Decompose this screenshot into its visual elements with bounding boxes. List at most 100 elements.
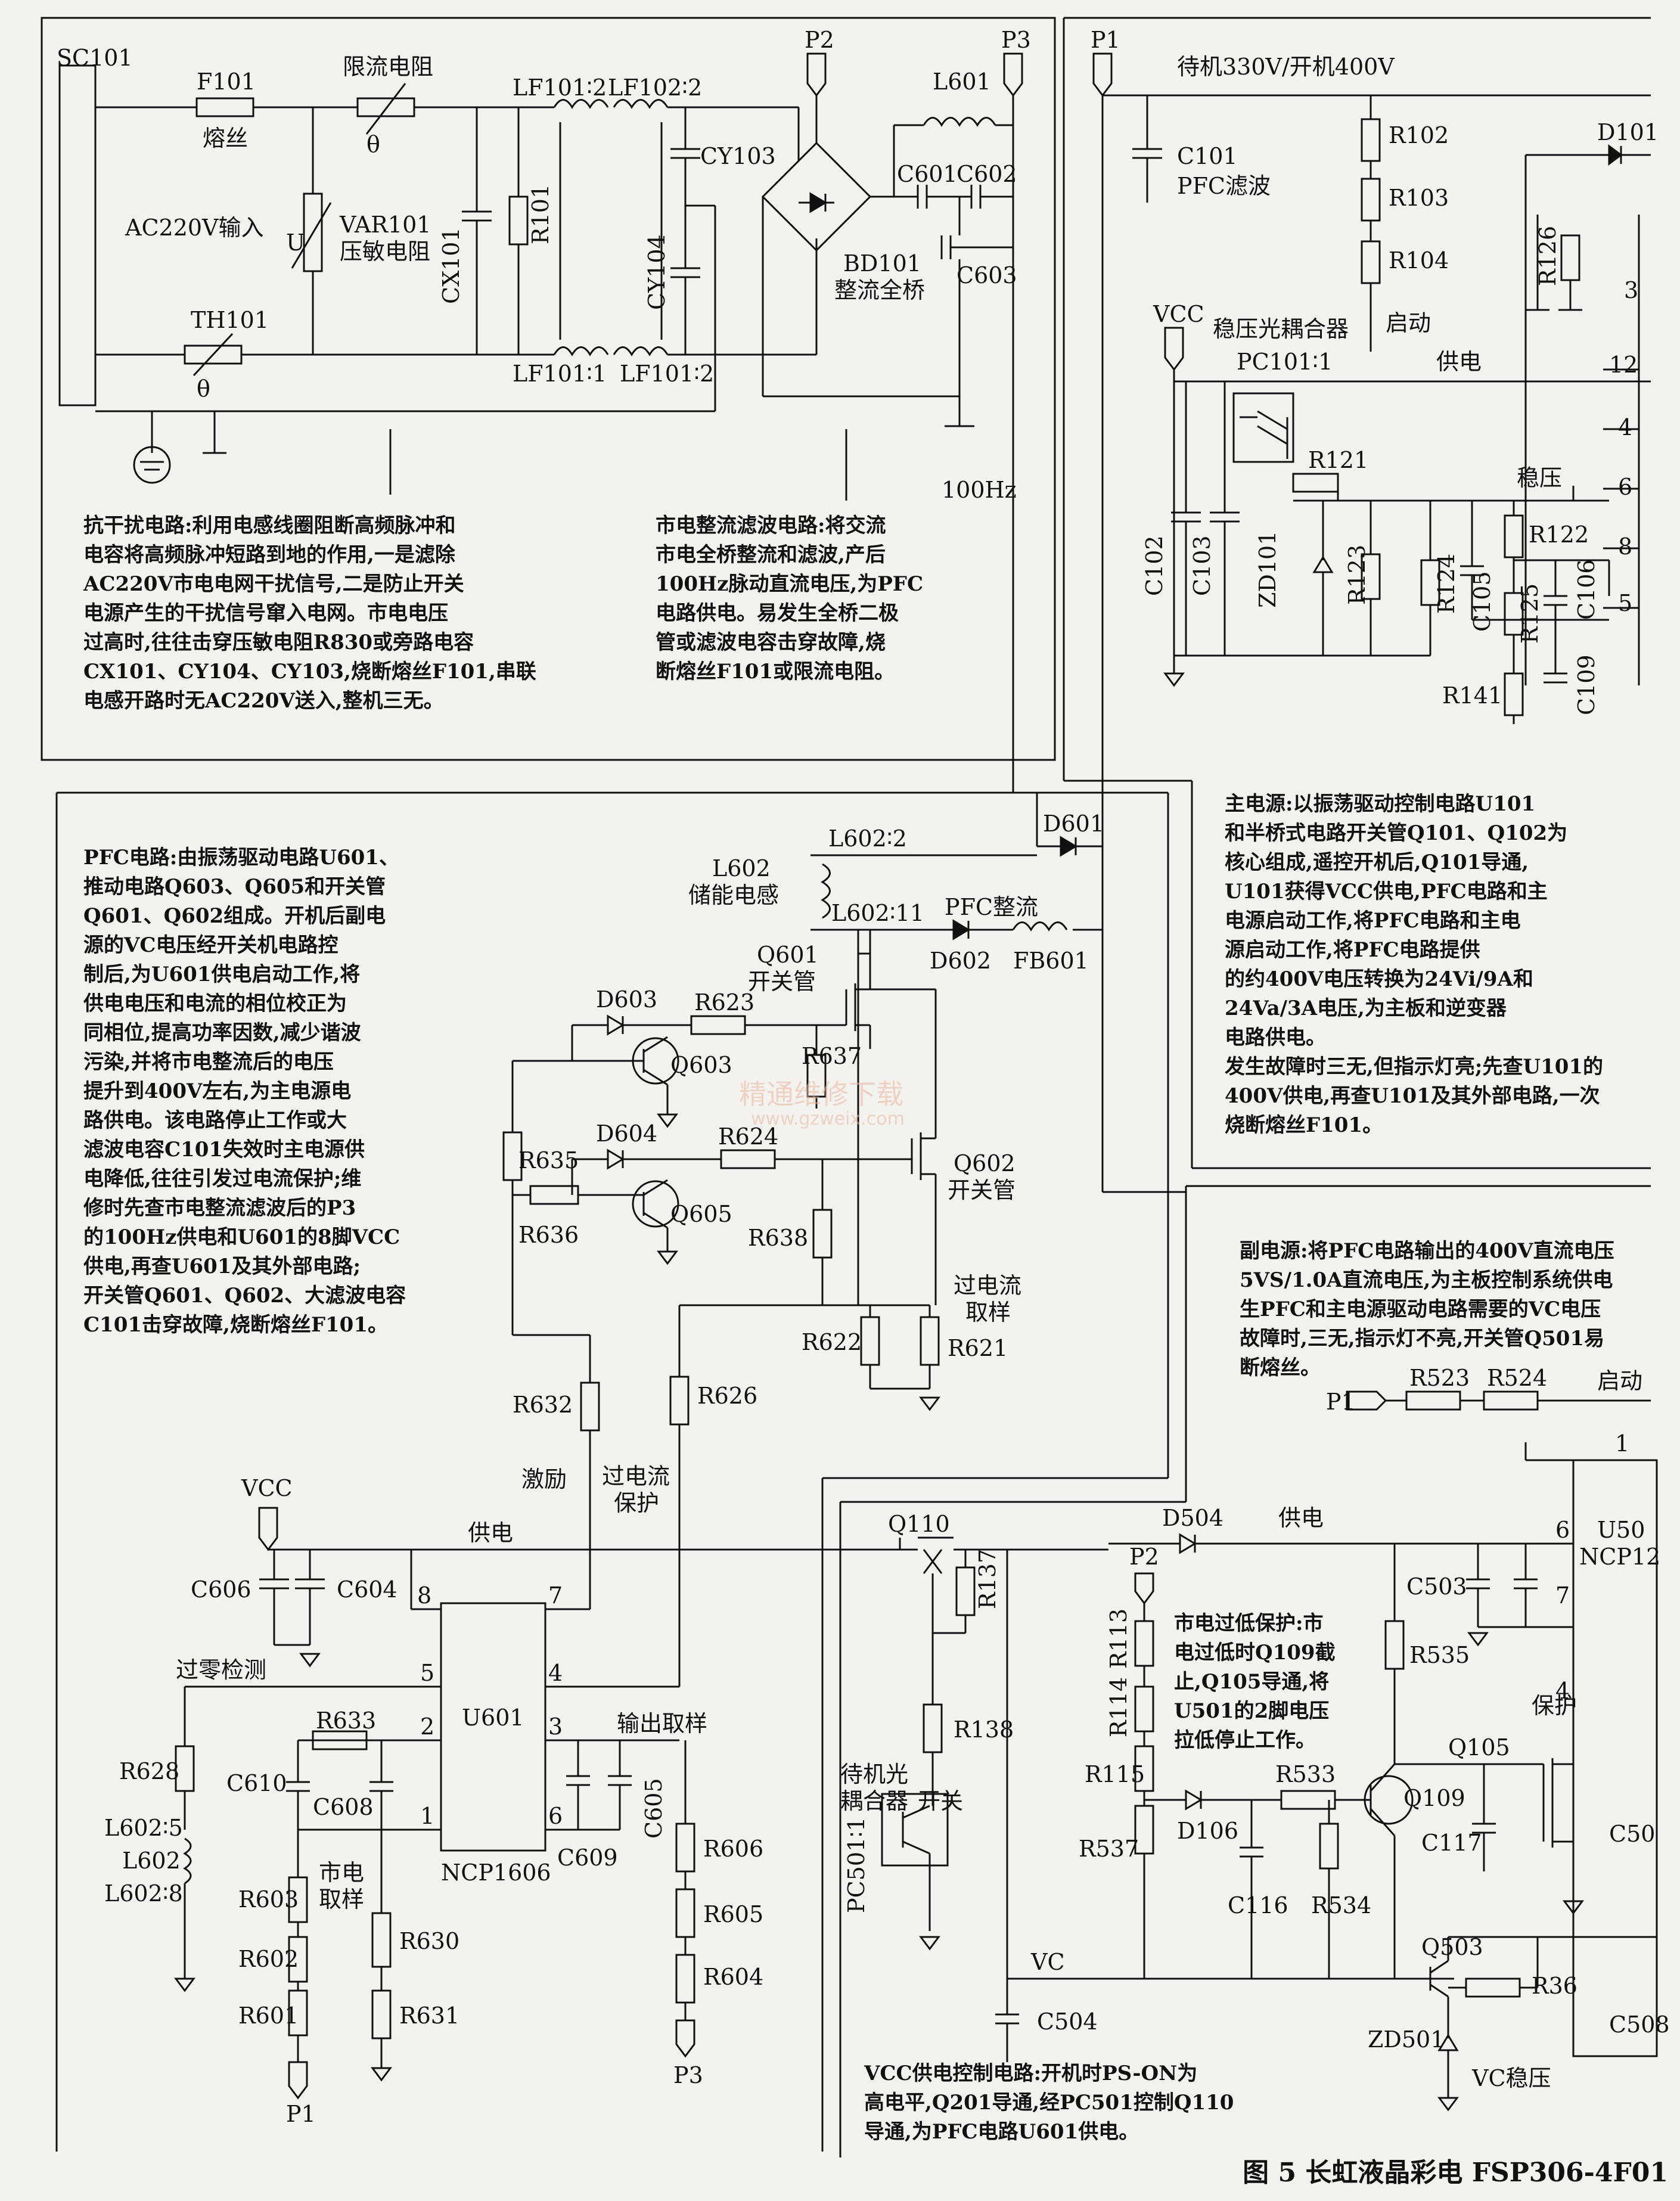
l601-inductor: [923, 117, 996, 127]
label-r626: R626: [697, 1383, 757, 1409]
watermark-cn: 精通维修下载: [739, 1078, 903, 1110]
label-u601: U601: [462, 1705, 524, 1731]
label-stab: 稳压: [1517, 465, 1562, 491]
r138-resistor: [923, 1703, 943, 1753]
label-r605: R605: [703, 1901, 763, 1927]
label-zd501: ZD501: [1368, 2026, 1445, 2053]
label-q601-name: 开关管: [748, 968, 816, 995]
label-sc101: SC101: [57, 45, 133, 71]
label-vc-stab: VC稳压: [1471, 2065, 1551, 2091]
label-u601-pin2: 2: [420, 1713, 434, 1740]
label-r623: R623: [694, 989, 754, 1016]
label-supply-main: 供电: [1436, 349, 1482, 375]
label-u: U: [286, 229, 305, 256]
label-cy103: CY103: [700, 143, 776, 169]
label-r632: R632: [513, 1392, 573, 1418]
label-r631: R631: [399, 2003, 459, 2029]
label-voltage: 待机330V/开机400V: [1177, 54, 1395, 80]
r114-resistor: [1134, 1685, 1154, 1733]
label-r102: R102: [1389, 122, 1449, 148]
r113-resistor: [1134, 1620, 1154, 1667]
label-oc-sample-1: 过电流: [954, 1272, 1021, 1299]
label-d604: D604: [596, 1120, 657, 1147]
label-r104: R104: [1389, 247, 1449, 274]
f101-fuse: [195, 97, 254, 117]
label-vcc-main: VCC: [1153, 301, 1204, 327]
label-start-main: 启动: [1386, 310, 1431, 336]
p2-aux-connector: [1134, 1572, 1154, 1605]
p3-bottom-connector: [675, 2019, 695, 2058]
label-f101: F101: [197, 69, 256, 95]
r141-resistor: [1504, 672, 1524, 716]
label-q602-name: 开关管: [948, 1177, 1016, 1203]
label-oc-sample-2: 取样: [965, 1299, 1011, 1325]
label-f101-name: 熔丝: [203, 125, 248, 151]
label-r137: R137: [974, 1549, 1001, 1609]
label-r604: R604: [703, 1964, 763, 1990]
label-l601: L601: [933, 69, 991, 95]
label-c602: C602: [957, 161, 1017, 187]
label-c604: C604: [337, 1576, 398, 1603]
label-c106: C106: [1573, 559, 1600, 620]
label-q109: Q109: [1403, 1785, 1465, 1811]
label-p3-pfc: P3: [673, 2062, 703, 2088]
label-c102: C102: [1141, 535, 1167, 596]
label-r635: R635: [518, 1147, 579, 1174]
border-interference: [41, 17, 1056, 761]
label-pfc-rect: PFC整流: [945, 894, 1038, 920]
label-main-p1: P1: [1091, 27, 1120, 53]
label-mains-sample-1: 市电: [319, 1859, 364, 1886]
r122-resistor: [1504, 514, 1524, 558]
p1-bottom-connector: [288, 2061, 308, 2100]
label-r638: R638: [748, 1225, 808, 1251]
label-r113: R113: [1105, 1609, 1132, 1669]
r638-resistor: [812, 1209, 833, 1259]
label-aux-supply: 供电: [1278, 1505, 1324, 1531]
r104-resistor: [1361, 240, 1381, 284]
r524-resistor: [1483, 1390, 1539, 1411]
label-d504: D504: [1162, 1505, 1223, 1531]
label-r123: R123: [1344, 545, 1370, 605]
label-pc501: PC501∶1: [843, 1817, 869, 1913]
r103-resistor: [1361, 178, 1381, 222]
label-var101: VAR101: [339, 212, 431, 238]
label-u601-pin6: 6: [548, 1803, 563, 1829]
label-coupler: 稳压光耦合器: [1213, 316, 1349, 342]
label-r606: R606: [703, 1836, 763, 1862]
label-c103: C103: [1189, 535, 1215, 596]
label-c109: C109: [1573, 654, 1600, 715]
label-c508: C508: [1609, 2011, 1670, 2038]
label-c116: C116: [1228, 1892, 1288, 1918]
label-aux-start: 启动: [1597, 1368, 1642, 1394]
label-main-pin6: 6: [1618, 474, 1632, 500]
r534-resistor: [1319, 1823, 1339, 1870]
r636-resistor: [529, 1185, 579, 1205]
sc101-connector: [58, 64, 97, 406]
label-oc-protect-2: 保护: [614, 1490, 659, 1516]
note-rectifier: 市电整流滤波电路:将交流 市电全桥整流和滤波,产后 100Hz脉动直流电压,为P…: [656, 514, 924, 684]
label-r637: R637: [802, 1043, 862, 1069]
lf101-coil: [553, 99, 609, 109]
label-r125: R125: [1517, 583, 1543, 644]
label-r534: R534: [1311, 1892, 1371, 1918]
r102-resistor: [1361, 118, 1381, 162]
label-cx101: CX101: [438, 227, 464, 304]
label-l602b: L602: [122, 1848, 181, 1874]
r605-resistor: [675, 1888, 695, 1938]
label-u601-pin7: 7: [548, 1582, 563, 1609]
label-c50: C50: [1609, 1821, 1655, 1847]
label-r630: R630: [399, 1928, 459, 1954]
label-u601-pin1: 1: [420, 1803, 434, 1829]
r622-resistor: [860, 1316, 880, 1366]
label-oc-protect-1: 过电流: [602, 1463, 670, 1489]
label-lf102-2: LF102∶2: [608, 74, 702, 101]
label-q503: Q503: [1421, 1934, 1483, 1960]
label-q601: Q601: [757, 942, 819, 968]
label-main-pin3: 3: [1624, 277, 1638, 303]
label-r114: R114: [1105, 1677, 1132, 1737]
r36-resistor: [1465, 1978, 1521, 1998]
l602-secondary: [183, 1837, 192, 1885]
label-out-sample: 输出取样: [617, 1710, 707, 1737]
label-r633: R633: [316, 1708, 376, 1734]
label-mains-sample-2: 取样: [319, 1886, 364, 1913]
